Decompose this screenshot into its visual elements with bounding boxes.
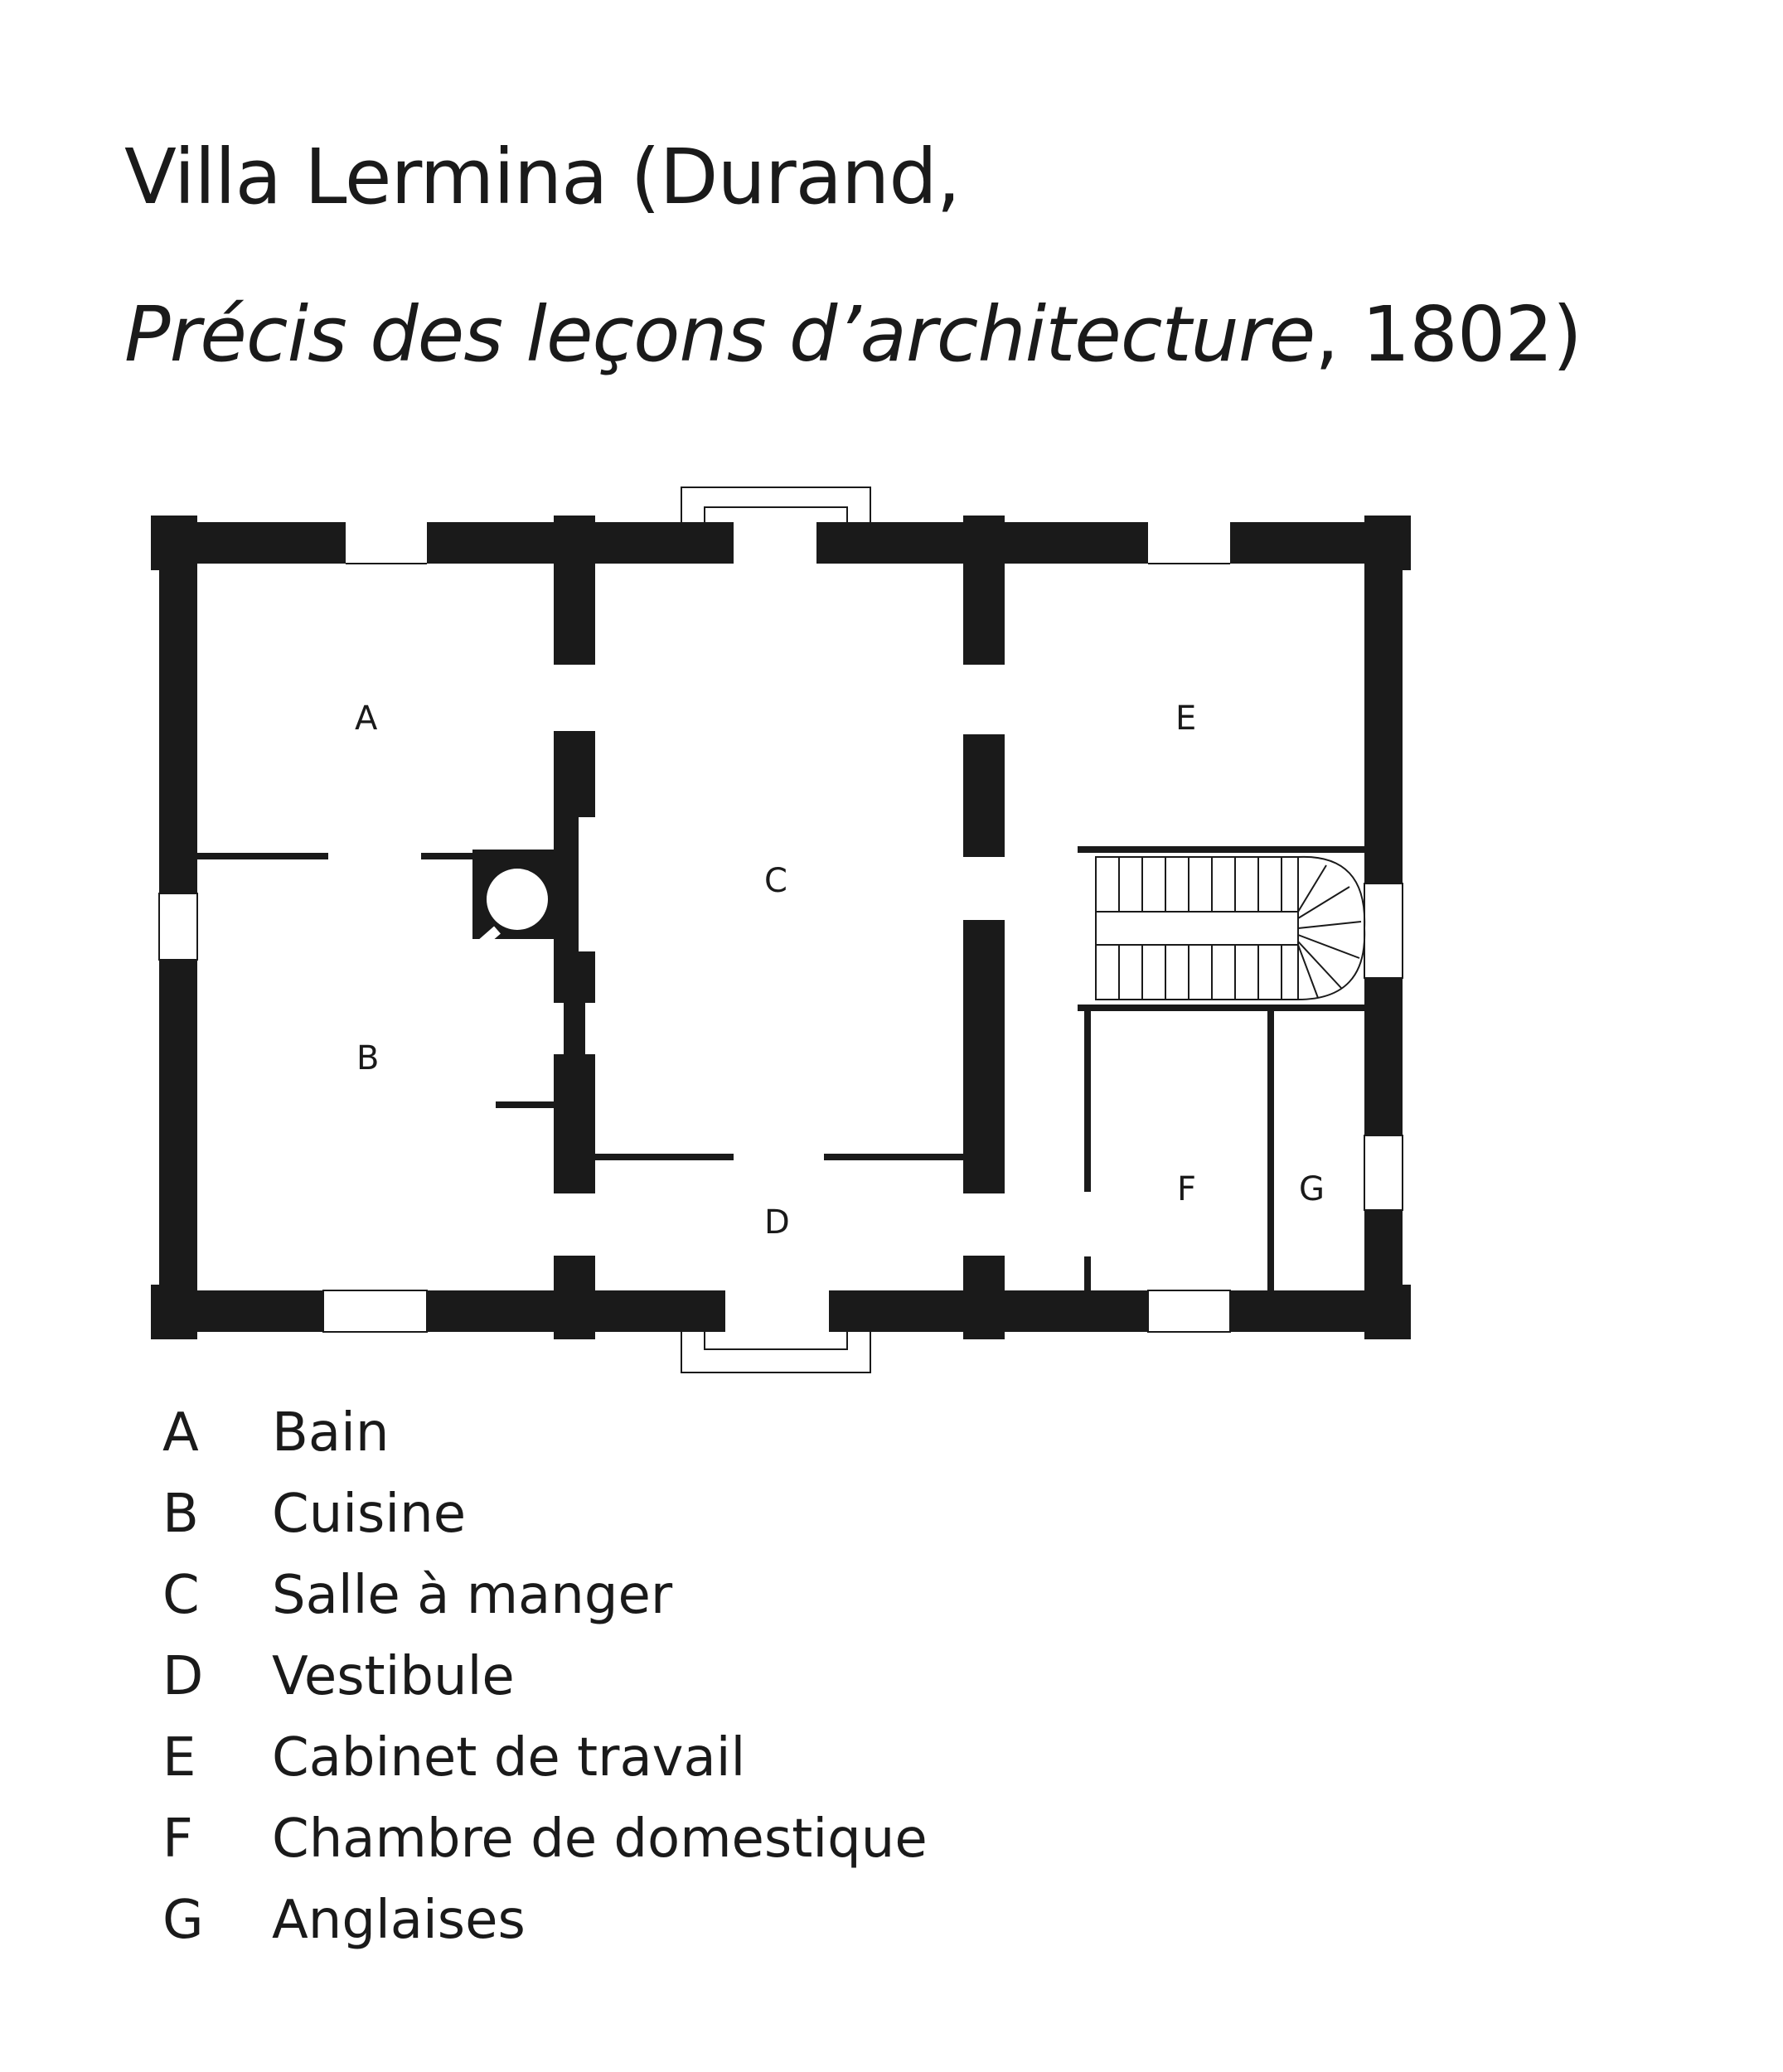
legend-key: F — [162, 1808, 193, 1870]
windows — [158, 563, 1403, 1333]
stair-landing-bar — [1095, 911, 1299, 946]
title-date: , 1802) — [1315, 290, 1582, 379]
step-top-outer — [681, 487, 871, 522]
title-line-1: Villa Lermina (Durand, — [124, 139, 961, 215]
room-letter-g: G — [1299, 1170, 1325, 1208]
stair-winder — [1297, 944, 1319, 999]
wall-inner-left-4 — [564, 1003, 585, 1054]
legend-label: Chambre de domestique — [272, 1808, 928, 1870]
wall-left-2 — [159, 960, 197, 1332]
room-letter-b: B — [356, 1039, 379, 1077]
window-right-stair — [1364, 883, 1403, 979]
room-letter-f: F — [1177, 1170, 1196, 1208]
room-letter-c: C — [764, 862, 787, 900]
wall-inner-left-3 — [554, 951, 595, 1003]
legend-row: F Chambre de domestique — [162, 1798, 928, 1880]
wall-right-2 — [1364, 978, 1403, 1135]
wall-inner-right-3 — [963, 920, 1005, 1193]
legend: A Bain B Cuisine C Salle à manger D Vest… — [162, 1392, 928, 1961]
step-bottom-outer — [681, 1332, 871, 1373]
legend-row: E Cabinet de travail — [162, 1717, 928, 1798]
stair-winder — [1297, 864, 1327, 913]
room-letter-d: D — [764, 1203, 790, 1242]
legend-row: G Anglaises — [162, 1880, 928, 1961]
legend-key: E — [162, 1727, 196, 1789]
legend-label: Anglaises — [272, 1890, 526, 1951]
stair-outline — [1095, 856, 1299, 1000]
legend-key: C — [162, 1565, 200, 1626]
legend-row: C Salle à manger — [162, 1555, 928, 1636]
room-letter-e: E — [1175, 700, 1196, 738]
walls — [151, 516, 1411, 1339]
legend-label: Bain — [272, 1402, 390, 1464]
window-left — [158, 893, 198, 961]
window-bottom-f — [1147, 1290, 1231, 1333]
legend-row: A Bain — [162, 1392, 928, 1474]
title-line-2: Précis des leçons d’architecture, 1802) — [124, 297, 1582, 373]
partitions — [197, 846, 1364, 1290]
floor-plan: A B C D E F G — [151, 487, 1411, 1373]
wall-inner-right-2 — [963, 734, 1005, 857]
wall-inner-left-1 — [554, 522, 595, 665]
legend-label: Cabinet de travail — [272, 1727, 746, 1789]
legend-row: B Cuisine — [162, 1474, 928, 1555]
wall-inner-left-5 — [554, 1054, 595, 1193]
stair-winder — [1297, 941, 1342, 989]
legend-key: G — [162, 1890, 204, 1951]
pier-bottom-left — [554, 1256, 595, 1339]
wall-inner-right-1 — [963, 522, 1005, 665]
pier-bottom-right — [963, 1256, 1005, 1339]
wall-inner-left-2 — [554, 731, 595, 817]
legend-key: D — [162, 1646, 204, 1707]
room-letter-a: A — [355, 700, 378, 738]
legend-key: B — [162, 1484, 199, 1545]
steps — [681, 487, 871, 1373]
stair-winder — [1297, 886, 1350, 919]
legend-label: Cuisine — [272, 1484, 467, 1545]
wall-right-3 — [1364, 1210, 1403, 1332]
legend-label: Vestibule — [272, 1646, 515, 1707]
staircase — [1095, 855, 1366, 1000]
stove-icon — [487, 869, 548, 930]
stove-pipe — [468, 926, 501, 957]
legend-row: D Vestibule — [162, 1636, 928, 1717]
step-top-inner — [704, 506, 848, 522]
book-title: Précis des leçons d’architecture — [124, 290, 1315, 379]
legend-key: A — [162, 1402, 199, 1464]
wall-right-1 — [1364, 522, 1403, 884]
stair-winder — [1297, 921, 1362, 929]
stair-winder — [1297, 934, 1360, 959]
wall-left-1 — [159, 522, 197, 893]
title-text: Villa Lermina (Durand, — [124, 133, 961, 221]
legend-label: Salle à manger — [272, 1565, 673, 1626]
window-bottom-b — [322, 1290, 428, 1333]
window-right-g — [1364, 1135, 1403, 1211]
step-bottom-inner — [704, 1332, 848, 1350]
